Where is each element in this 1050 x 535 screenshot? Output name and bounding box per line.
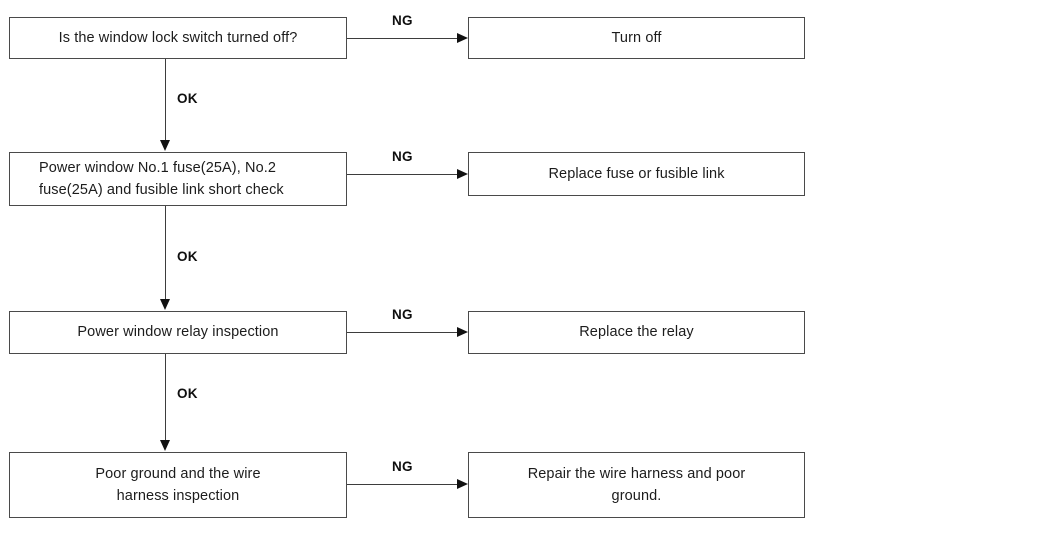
ok-edge-label-3: OK bbox=[177, 386, 198, 401]
check-node-1[interactable]: Is the window lock switch turned off? bbox=[9, 17, 347, 59]
result-node-4[interactable]: Repair the wire harness and poor ground. bbox=[468, 452, 805, 518]
ok-connector-2 bbox=[165, 206, 166, 300]
ng-connector-4 bbox=[347, 484, 459, 485]
check-node-3[interactable]: Power window relay inspection bbox=[9, 311, 347, 354]
ok-connector-1 bbox=[165, 59, 166, 141]
ng-edge-label-1: NG bbox=[392, 13, 413, 28]
ok-arrowhead-3 bbox=[159, 440, 170, 451]
ok-arrowhead-2 bbox=[159, 299, 170, 310]
ok-connector-3 bbox=[165, 354, 166, 441]
ng-connector-3 bbox=[347, 332, 459, 333]
check-node-1-label: Is the window lock switch turned off? bbox=[58, 29, 298, 46]
result-node-1-label: Turn off bbox=[611, 29, 662, 46]
ok-arrowhead-1 bbox=[159, 140, 170, 151]
ng-connector-1 bbox=[347, 38, 459, 39]
check-node-3-label: Power window relay inspection bbox=[77, 324, 279, 341]
result-node-3[interactable]: Replace the relay bbox=[468, 311, 805, 354]
ng-edge-label-3: NG bbox=[392, 307, 413, 322]
check-node-4[interactable]: Poor ground and the wire harness inspect… bbox=[9, 452, 347, 518]
result-node-2[interactable]: Replace fuse or fusible link bbox=[468, 152, 805, 196]
result-node-4-label: Repair the wire harness and poor ground. bbox=[527, 465, 746, 504]
result-node-3-label: Replace the relay bbox=[579, 324, 694, 341]
result-node-1[interactable]: Turn off bbox=[468, 17, 805, 59]
ng-edge-label-2: NG bbox=[392, 149, 413, 164]
ng-arrowhead-1 bbox=[457, 32, 468, 43]
check-node-2[interactable]: Power window No.1 fuse(25A), No.2 fuse(2… bbox=[9, 152, 347, 206]
ok-edge-label-2: OK bbox=[177, 249, 198, 264]
ok-edge-label-1: OK bbox=[177, 91, 198, 106]
ng-connector-2 bbox=[347, 174, 459, 175]
ng-arrowhead-3 bbox=[457, 326, 468, 337]
check-node-4-label: Poor ground and the wire harness inspect… bbox=[95, 465, 261, 504]
ng-edge-label-4: NG bbox=[392, 459, 413, 474]
check-node-2-label: Power window No.1 fuse(25A), No.2 fuse(2… bbox=[39, 159, 284, 198]
ng-arrowhead-2 bbox=[457, 168, 468, 179]
result-node-2-label: Replace fuse or fusible link bbox=[548, 165, 725, 182]
ng-arrowhead-4 bbox=[457, 478, 468, 489]
